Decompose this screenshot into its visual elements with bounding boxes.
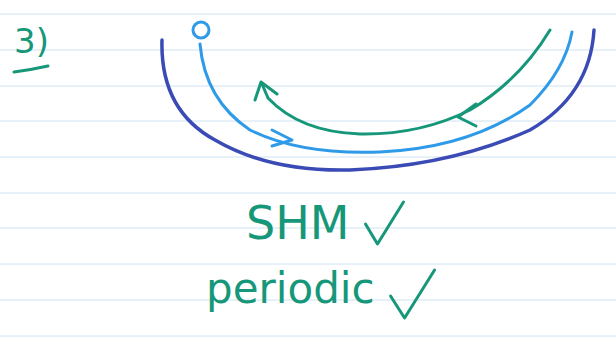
ruled-lines	[0, 14, 616, 336]
bowl	[162, 30, 594, 170]
motion-curve	[262, 30, 550, 134]
motion-arrowhead	[458, 104, 476, 126]
check-mark	[365, 202, 403, 244]
motion-arrowhead	[255, 82, 277, 100]
question-number: 3)	[14, 24, 49, 58]
path-arrowhead	[272, 130, 292, 146]
note-text: SHM	[246, 200, 349, 246]
note-text: periodic	[206, 268, 375, 310]
ball	[193, 22, 209, 38]
check-mark	[391, 270, 435, 318]
number-underline	[14, 66, 48, 72]
